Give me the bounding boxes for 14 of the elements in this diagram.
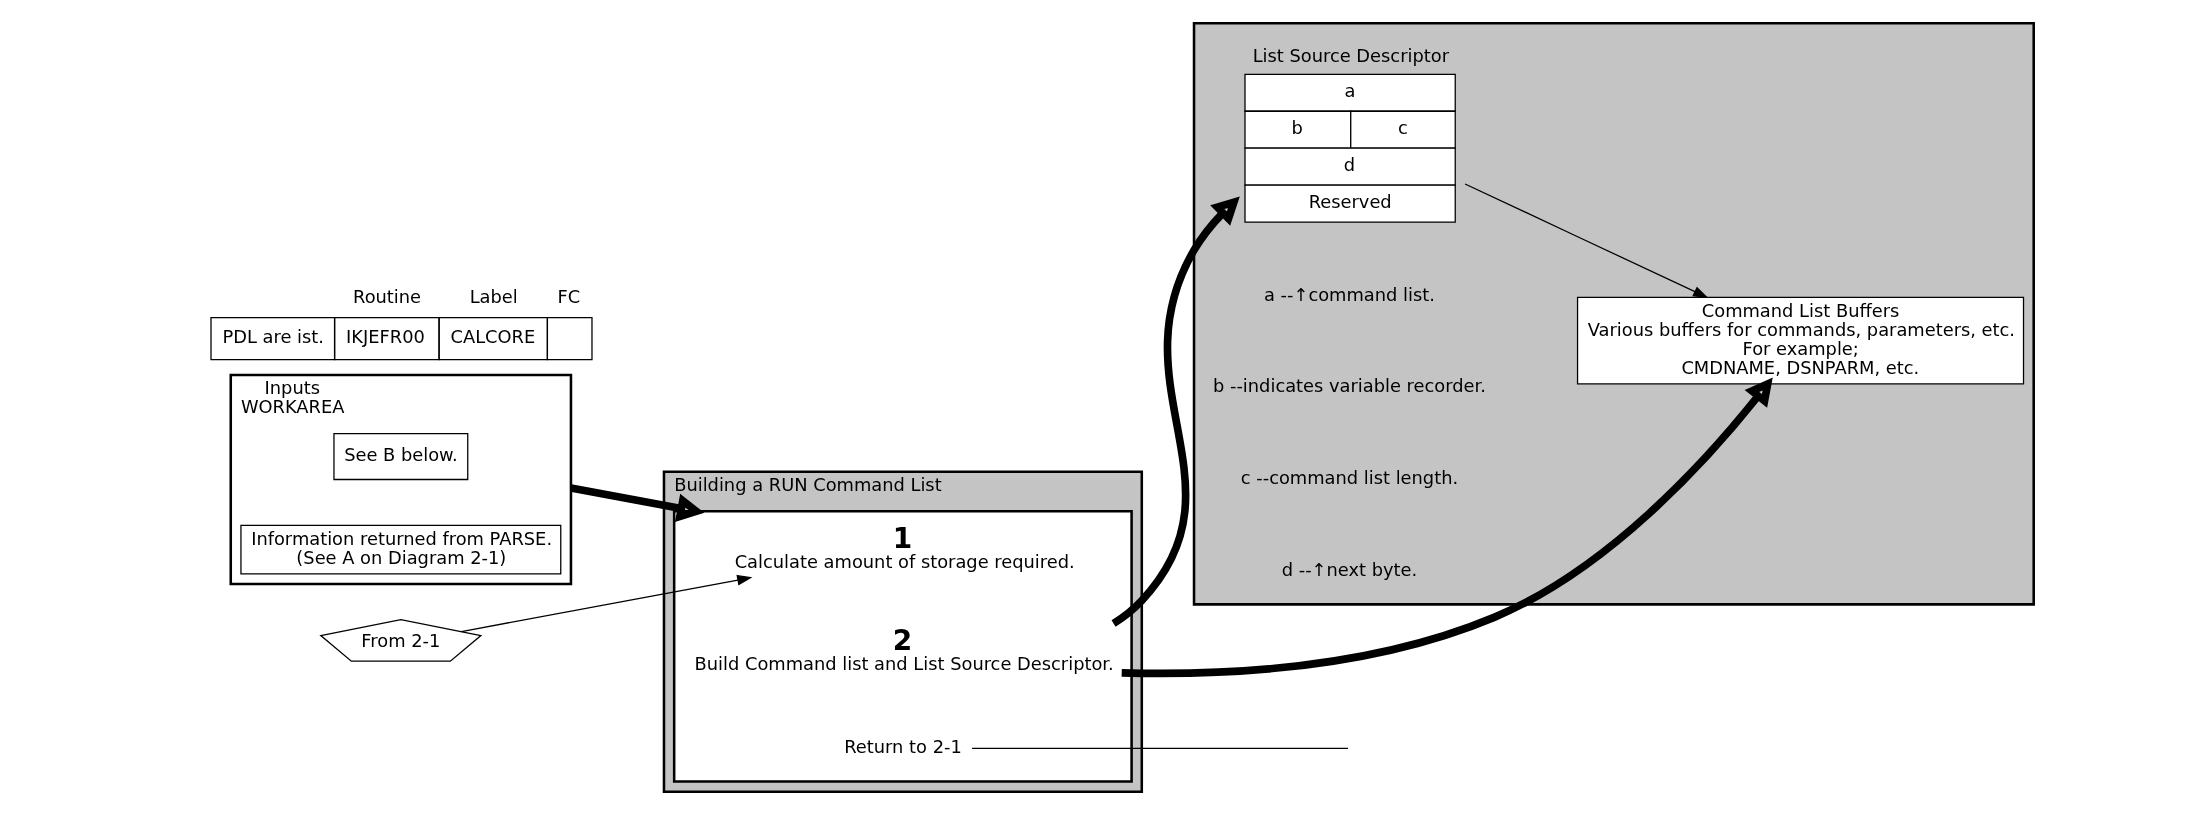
label: d --↑next byte. xyxy=(1281,558,1417,580)
label: b --indicates variable recorder. xyxy=(1212,375,1486,397)
label: a --↑command list. xyxy=(1263,283,1435,305)
label: IKJEFR00 xyxy=(345,326,425,348)
node-text: 1 Calculate amount of storage required. xyxy=(734,521,1075,572)
label: PDL are ist. xyxy=(221,326,324,348)
node-text: Return to 2-1 xyxy=(843,736,962,758)
label: CALCORE xyxy=(450,326,535,348)
node-text: 2 Build Command list and List Source Descriptor. xyxy=(694,623,1114,674)
node-label: List Source Descriptor xyxy=(1252,44,1449,66)
label: FC xyxy=(557,285,580,307)
label: Routine xyxy=(352,285,421,307)
label: Label xyxy=(469,285,518,307)
label: c --command list length. xyxy=(1240,467,1458,489)
